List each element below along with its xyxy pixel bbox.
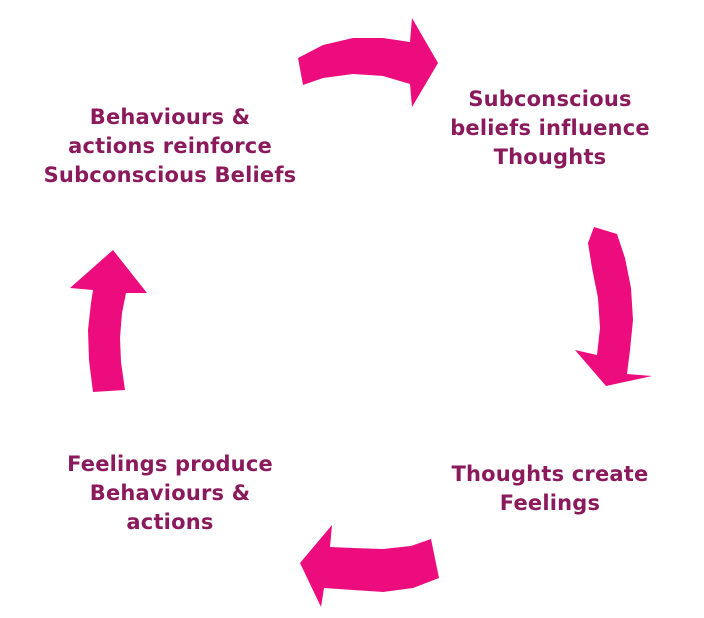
- node-line: Subconscious: [468, 87, 632, 111]
- node-line: Subconscious Beliefs: [43, 163, 297, 187]
- node-line: Thoughts: [493, 145, 607, 169]
- curved-arrow-right-icon: [298, 18, 438, 107]
- node-line: beliefs influence: [450, 116, 650, 140]
- node-feelings-produce-behaviours: Feelings produce Behaviours & actions: [20, 450, 320, 537]
- node-beliefs-influence-thoughts: Subconscious beliefs influence Thoughts: [405, 85, 695, 172]
- node-line: actions: [126, 510, 214, 534]
- curved-arrow-left-icon: [300, 525, 439, 607]
- node-behaviours-reinforce-beliefs: Behaviours & actions reinforce Subconsci…: [20, 103, 320, 190]
- node-line: Behaviours &: [89, 481, 251, 505]
- node-line: Feelings produce: [67, 452, 273, 476]
- curved-arrow-down-icon: [575, 227, 652, 386]
- node-thoughts-create-feelings: Thoughts create Feelings: [400, 460, 700, 518]
- node-line: Thoughts create: [451, 462, 649, 486]
- node-line: Feelings: [499, 491, 601, 515]
- node-line: actions reinforce: [68, 134, 272, 158]
- curved-arrow-up-icon: [70, 250, 147, 392]
- node-line: Behaviours &: [89, 105, 251, 129]
